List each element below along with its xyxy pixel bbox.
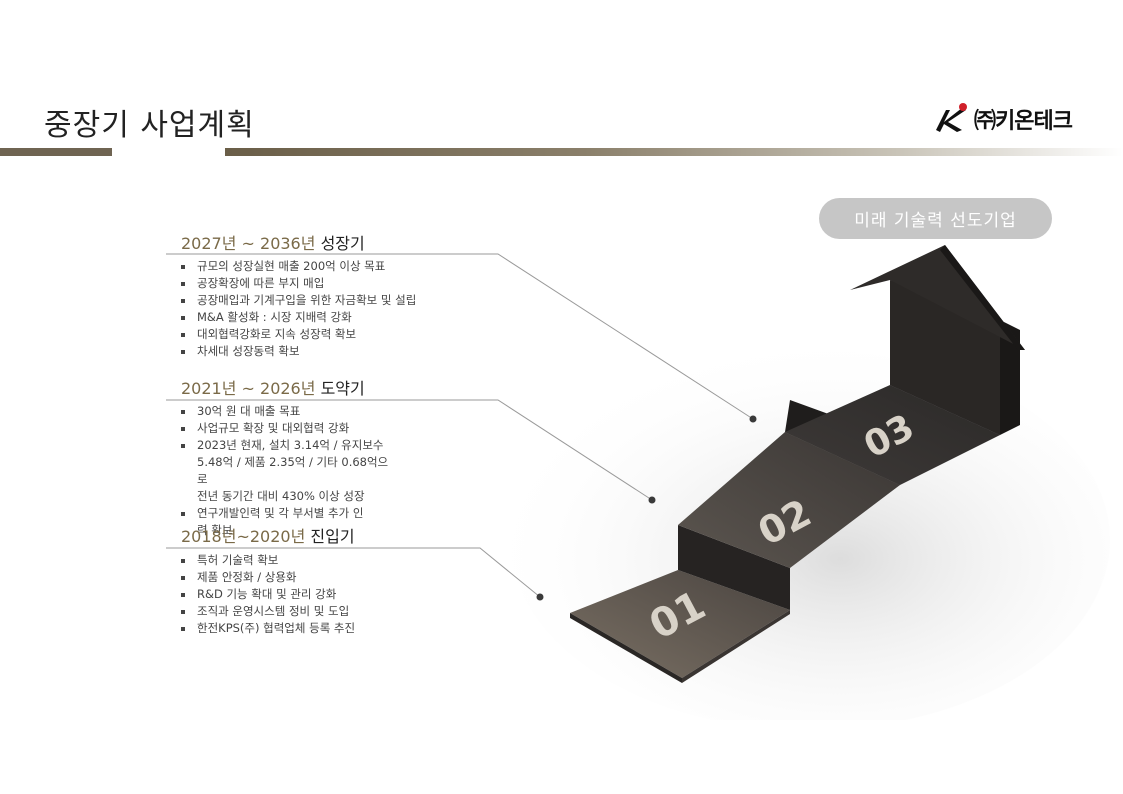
- list-item: 특허 기술력 확보: [180, 552, 355, 569]
- list-item: 사업규모 확장 및 대외협력 강화: [180, 420, 388, 437]
- list-item: 2023년 현재, 설치 3.14억 / 유지보수: [180, 437, 388, 454]
- list-item-continuation: 전년 동기간 대비 430% 이상 성장: [180, 488, 388, 505]
- list-item: M&A 활성화 : 시장 지배력 강화: [180, 309, 416, 326]
- list-item: 대외협력강화로 지속 성장력 확보: [180, 326, 416, 343]
- section-list-leap: 30억 원 대 매출 목표 사업규모 확장 및 대외협력 강화 2023년 현재…: [180, 403, 388, 539]
- list-item: 제품 안정화 / 상용화: [180, 569, 355, 586]
- section-stage: 성장기: [321, 234, 365, 253]
- list-item: 공장매입과 기계구입을 위한 자금확보 및 설립: [180, 292, 416, 309]
- leader-dot-entry: [537, 594, 544, 601]
- section-list-growth: 규모의 성장실현 매출 200억 이상 목표 공장확장에 따른 부지 매입 공장…: [180, 258, 416, 360]
- list-item-continuation: 5.48억 / 제품 2.35억 / 기타 0.68억으: [180, 454, 388, 471]
- section-period: 2021년 ~ 2026년: [181, 379, 315, 398]
- list-item: 규모의 성장실현 매출 200억 이상 목표: [180, 258, 416, 275]
- section-stage: 진입기: [310, 527, 354, 546]
- section-stage: 도약기: [321, 379, 365, 398]
- section-period: 2018년~2020년: [181, 527, 305, 546]
- list-item: R&D 기능 확대 및 관리 강화: [180, 586, 355, 603]
- list-item: 한전KPS(주) 협력업체 등록 추진: [180, 620, 355, 637]
- list-item: 30억 원 대 매출 목표: [180, 403, 388, 420]
- section-period: 2027년 ~ 2036년: [181, 234, 315, 253]
- section-list-entry: 특허 기술력 확보 제품 안정화 / 상용화 R&D 기능 확대 및 관리 강화…: [180, 552, 355, 637]
- leader-dot-growth: [750, 416, 757, 423]
- list-item: 공장확장에 따른 부지 매입: [180, 275, 416, 292]
- list-item: 조직과 운영시스템 정비 및 도입: [180, 603, 355, 620]
- list-item: 연구개발인력 및 각 부서별 추가 인: [180, 505, 388, 522]
- list-item: 차세대 성장동력 확보: [180, 343, 416, 360]
- leader-dot-leap: [649, 497, 656, 504]
- section-heading-leap: 2021년 ~ 2026년 도약기: [181, 375, 365, 399]
- section-heading-entry: 2018년~2020년 진입기: [181, 523, 355, 547]
- section-heading-growth: 2027년 ~ 2036년 성장기: [181, 230, 365, 254]
- future-leader-badge: 미래 기술력 선도기업: [819, 198, 1052, 239]
- list-item-continuation: 로: [180, 471, 388, 488]
